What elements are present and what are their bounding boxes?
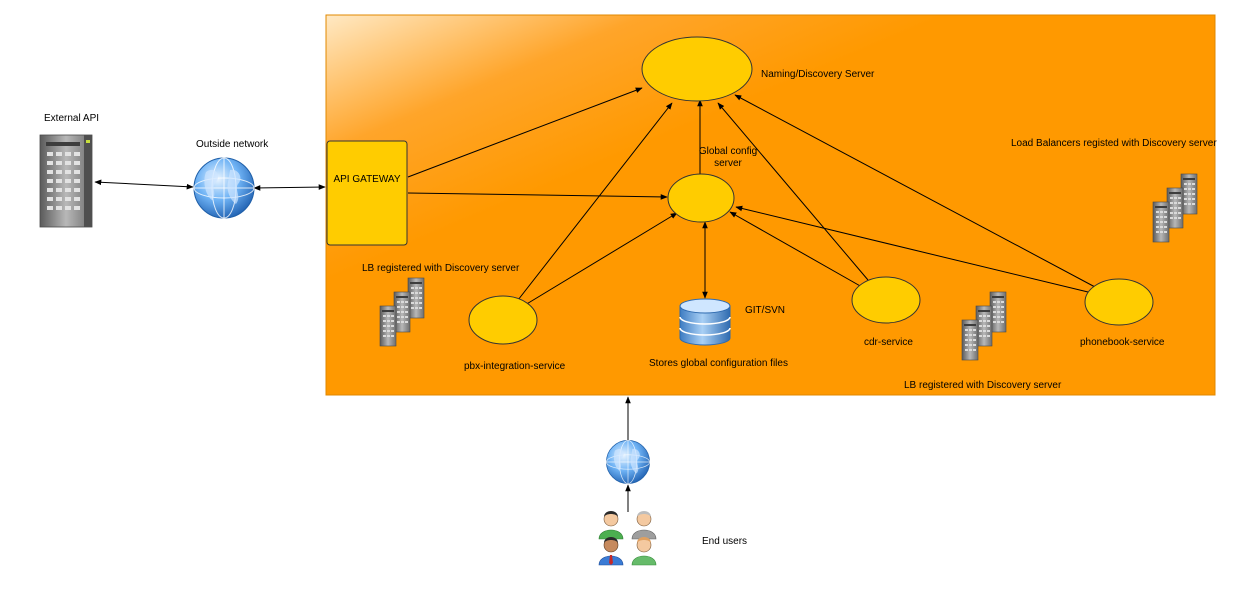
- connector-external-api-outside-network: [94, 179, 194, 190]
- stores-global-config-label: Stores global configuration files: [649, 358, 788, 369]
- pbx-integration-service-label: pbx-integration-service: [464, 361, 566, 372]
- connector-gateway-config: [407, 192, 668, 200]
- connector-lines: [94, 87, 1096, 512]
- connector-cdr-config: [729, 211, 863, 288]
- global-config-server-node: [667, 173, 735, 223]
- connector-phonebook-config: [735, 205, 1089, 293]
- api-gateway-box: [326, 140, 408, 246]
- naming-discovery-server-label: Naming/Discovery Server: [761, 69, 875, 80]
- connector-gateway-discovery: [407, 87, 643, 178]
- end-users-group-icon: [598, 511, 657, 566]
- outside-network-globe-icon: [193, 157, 255, 219]
- external-api-label: External API: [44, 113, 100, 124]
- lb-registered-left-label: LB registered with Discovery server: [362, 263, 520, 274]
- pbx-integration-service-node: [468, 295, 538, 345]
- load-balancers-registered-label: Load Balancers registed with Discovery s…: [1011, 138, 1217, 149]
- external-api-server-icon: [39, 134, 93, 228]
- end-users-label: End users: [702, 536, 748, 547]
- end-user-network-globe-icon: [606, 440, 650, 484]
- connector-outside-network-gateway: [253, 184, 326, 191]
- connector-cdr-discovery: [717, 102, 869, 281]
- cdr-service-label: cdr-service: [864, 337, 913, 348]
- phonebook-service-node: [1084, 278, 1154, 326]
- global-config-server-label: Global config server: [698, 146, 758, 169]
- phonebook-service-label: phonebook-service: [1080, 337, 1165, 348]
- api-gateway-label: API GATEWAY: [333, 174, 401, 185]
- cdr-service-node: [851, 276, 921, 324]
- git-svn-database-icon: [679, 298, 731, 346]
- naming-discovery-server-node: [641, 36, 753, 102]
- outside-network-label: Outside network: [196, 139, 269, 150]
- lb-registered-bottom-label: LB registered with Discovery server: [904, 380, 1062, 391]
- git-svn-label: GIT/SVN: [745, 305, 786, 316]
- connector-pbx-discovery: [517, 102, 673, 301]
- connector-phonebook-discovery: [734, 94, 1096, 288]
- connector-pbx-config: [524, 212, 678, 306]
